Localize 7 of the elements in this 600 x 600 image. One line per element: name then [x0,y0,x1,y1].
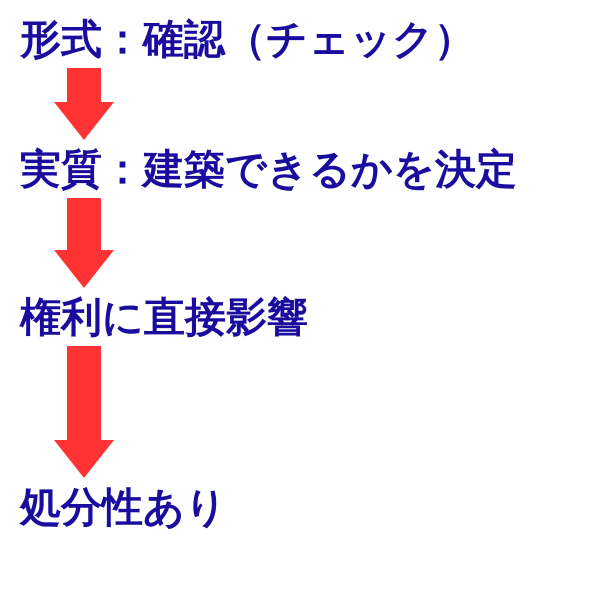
arrow [54,198,114,288]
arrow [54,346,114,478]
step-text: 実質：建築できるかを決定 [20,144,517,194]
arrow [54,68,114,140]
step-text: 形式：確認（チェック） [20,14,475,64]
step-text: 処分性あり [20,482,227,532]
step-text: 権利に直接影響 [20,292,308,342]
